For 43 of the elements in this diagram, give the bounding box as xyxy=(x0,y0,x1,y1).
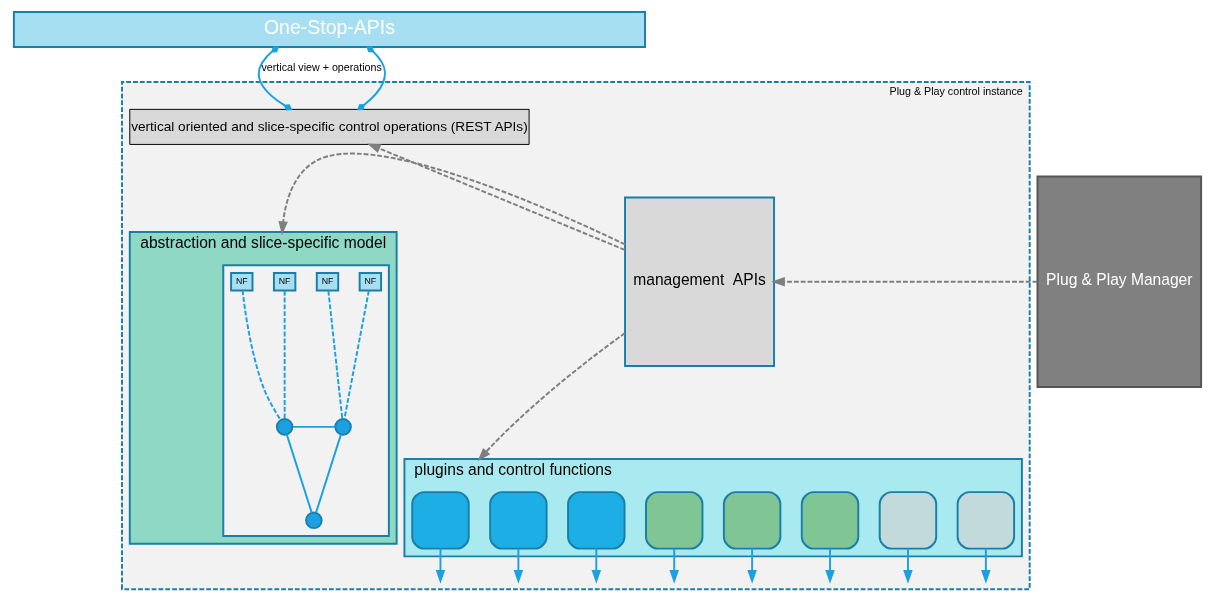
node-box: One-Stop-APIs xyxy=(12,11,646,48)
arrow xyxy=(668,547,679,584)
node-box: vertical oriented and slice-specific control operations (REST APIs) xyxy=(128,108,530,145)
node-box xyxy=(410,491,470,550)
connector xyxy=(283,289,286,420)
node-box: NF xyxy=(315,272,339,292)
edge-label: vertical view + operations xyxy=(260,61,382,74)
cluster: plugins and control functions xyxy=(402,458,1023,558)
node-circle xyxy=(333,418,352,436)
node-box xyxy=(566,491,625,550)
node-box: Plug & Play Manager xyxy=(1036,175,1202,388)
arrow xyxy=(366,143,626,251)
node-box xyxy=(722,491,781,550)
connector xyxy=(342,289,370,420)
cluster xyxy=(221,264,390,537)
arrow xyxy=(746,547,757,584)
node-box xyxy=(800,491,859,550)
node-box: NF xyxy=(272,272,296,292)
arrow xyxy=(591,547,601,584)
connector xyxy=(291,425,336,428)
node-box xyxy=(878,491,937,550)
node-box: NF xyxy=(229,272,253,292)
connector xyxy=(257,46,292,111)
node-circle xyxy=(275,418,293,436)
arrow xyxy=(980,547,991,584)
arrow xyxy=(770,276,1038,287)
node-box: NF xyxy=(358,272,382,292)
arrow xyxy=(513,547,523,584)
node-box xyxy=(644,491,703,550)
node-box: management APIs xyxy=(623,196,775,367)
node-box xyxy=(956,491,1015,550)
node-box xyxy=(488,491,548,550)
node-circle xyxy=(304,511,323,530)
arrow xyxy=(476,332,626,462)
connector xyxy=(326,289,343,420)
arrow xyxy=(902,547,913,584)
arrow xyxy=(435,547,445,584)
arrow xyxy=(277,152,626,246)
connector xyxy=(314,433,342,514)
connector xyxy=(285,433,313,514)
connector xyxy=(241,289,282,422)
arrow xyxy=(824,547,835,584)
connector xyxy=(356,46,386,111)
